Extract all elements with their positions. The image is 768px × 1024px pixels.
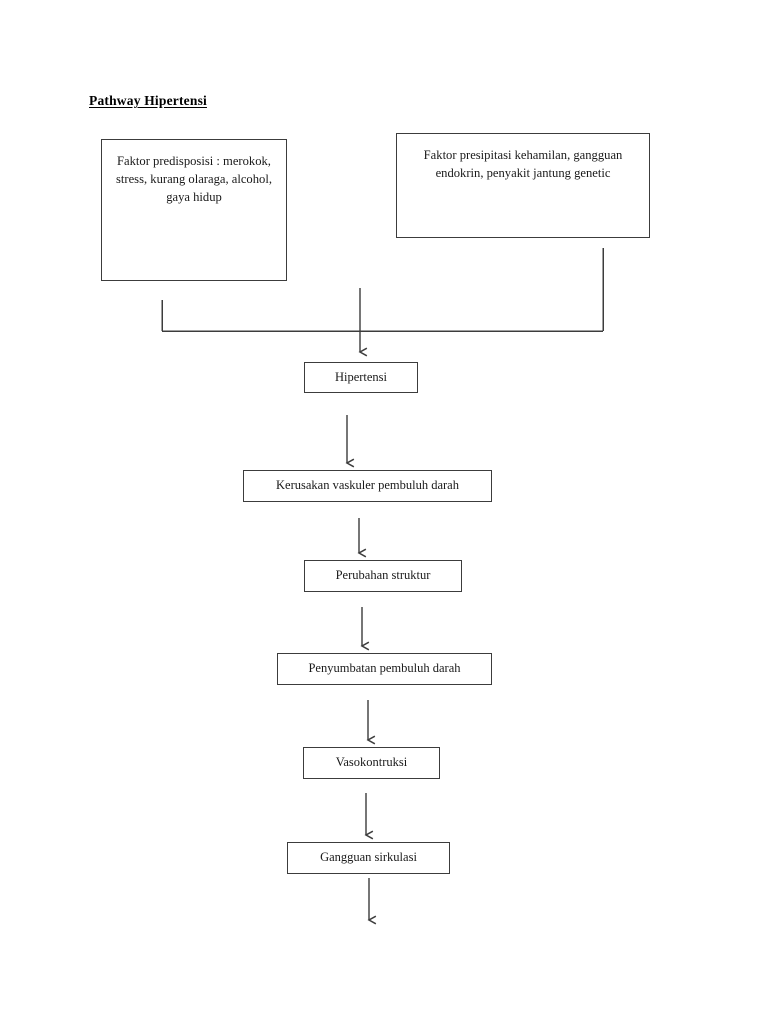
flowchart-node-presipitasi[interactable]: Faktor presipitasi kehamilan, gangguan e… — [396, 133, 650, 238]
flowchart-node-vasokontruksi[interactable]: Vasokontruksi — [303, 747, 440, 779]
node-label: Vasokontruksi — [335, 755, 408, 770]
flowchart-node-hipertensi[interactable]: Hipertensi — [304, 362, 418, 393]
node-label: Kerusakan vaskuler pembuluh darah — [276, 478, 459, 493]
node-label: Gangguan sirkulasi — [320, 850, 417, 865]
flowchart-node-gangguan-sirkulasi[interactable]: Gangguan sirkulasi — [287, 842, 450, 874]
node-label: Faktor presipitasi kehamilan, gangguan e… — [423, 148, 623, 180]
page-title: Pathway Hipertensi — [89, 93, 207, 108]
node-label: Hipertensi — [334, 369, 388, 384]
flowchart-node-predisposisi[interactable]: Faktor predisposisi : merokok, stress, k… — [101, 139, 287, 281]
flowchart-node-perubahan-struktur[interactable]: Perubahan struktur — [304, 560, 462, 592]
node-label: Penyumbatan pembuluh darah — [308, 661, 461, 676]
flowchart-node-kerusakan-vaskuler[interactable]: Kerusakan vaskuler pembuluh darah — [243, 470, 492, 502]
node-label: Perubahan struktur — [335, 568, 431, 583]
node-label: Faktor predisposisi : merokok, stress, k… — [116, 154, 272, 204]
flowchart-node-penyumbatan[interactable]: Penyumbatan pembuluh darah — [277, 653, 492, 685]
